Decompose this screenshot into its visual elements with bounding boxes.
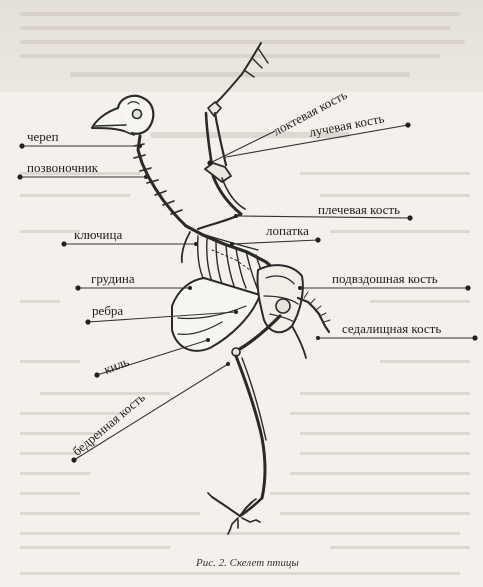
label-scapula: лопатка xyxy=(266,224,309,238)
label-ilium: подвздошная кость xyxy=(332,272,438,286)
label-ribs: ребра xyxy=(92,304,123,318)
skull-bone xyxy=(92,96,153,135)
wing-bones xyxy=(198,43,268,229)
label-clavicle: ключица xyxy=(74,228,122,242)
label-sternum: грудина xyxy=(91,272,135,286)
label-skull: череп xyxy=(27,130,59,144)
pelvis-and-tail xyxy=(257,265,330,358)
label-ischium: седалищная кость xyxy=(342,322,441,336)
figure-caption: Рис. 2. Скелет птицы xyxy=(196,557,299,569)
leg-bones xyxy=(208,316,280,534)
label-spine: позвоночник xyxy=(27,161,98,175)
label-humerus: плечевая кость xyxy=(318,203,400,217)
neck-vertebrae xyxy=(134,136,186,226)
